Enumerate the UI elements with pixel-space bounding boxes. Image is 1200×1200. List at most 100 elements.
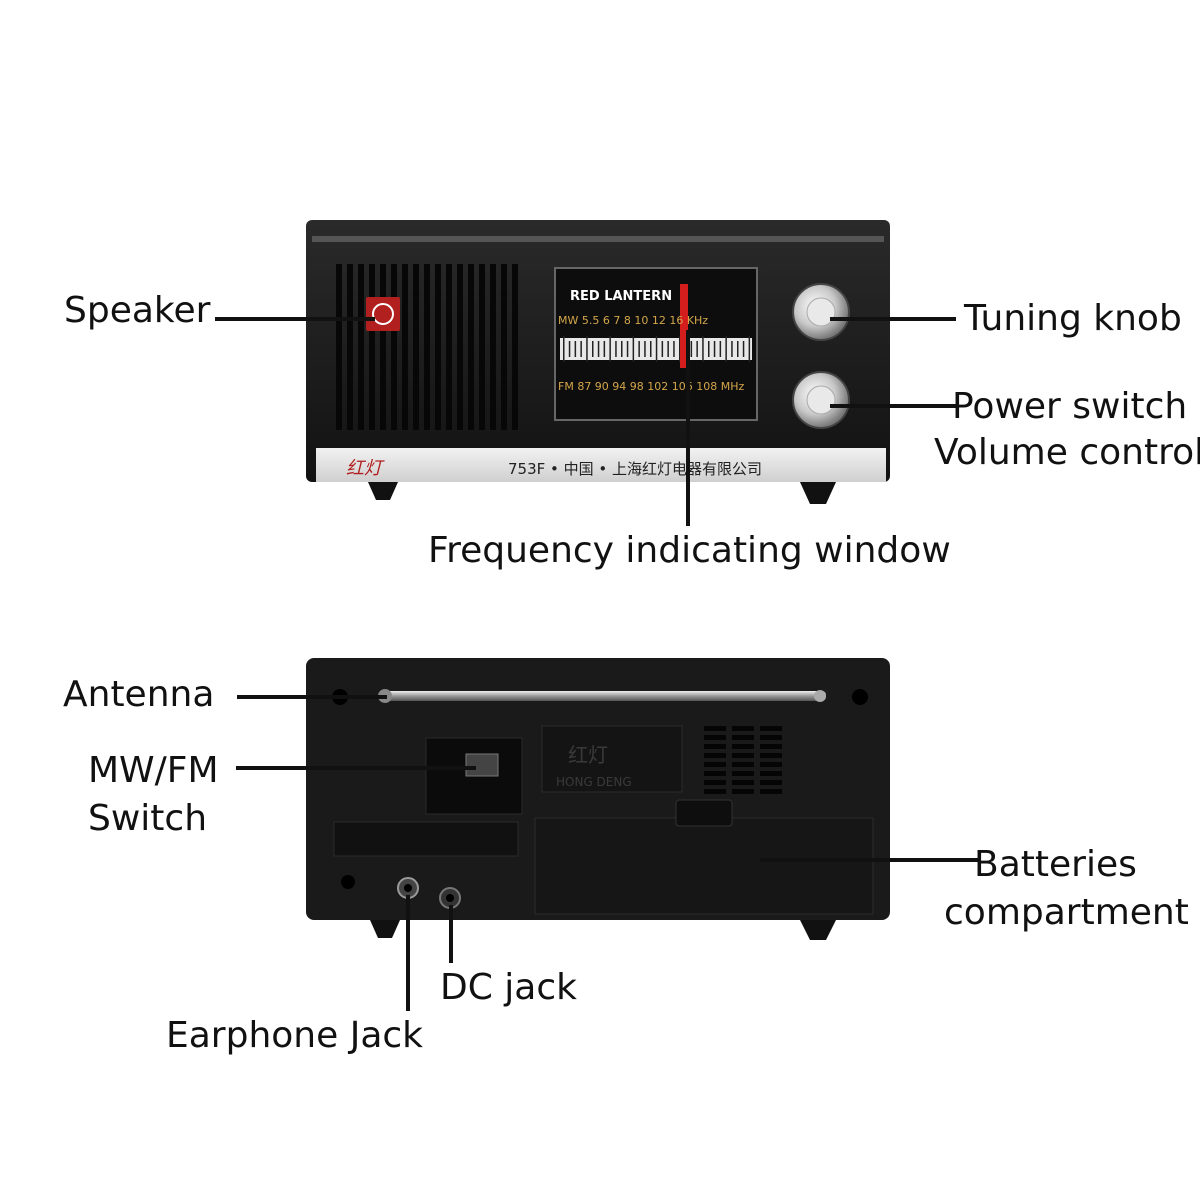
grille-slot	[336, 264, 342, 430]
grille-slot	[501, 264, 507, 430]
vent-slot	[760, 735, 782, 740]
dial-tick	[592, 341, 594, 357]
label-earphone-jack: Earphone Jack	[166, 1015, 424, 1056]
label-speaker: Speaker	[64, 290, 211, 331]
dial-tick	[748, 336, 751, 362]
model-text: 753F • 中国 • 上海红灯电器有限公司	[508, 460, 762, 478]
dial-tick	[702, 336, 704, 362]
frequency-window-leader	[686, 330, 690, 526]
mwfm-switch-icon	[465, 753, 499, 777]
dial-tick	[609, 336, 611, 362]
screw-hole-icon	[341, 875, 355, 889]
vent-slot	[760, 789, 782, 794]
earphone-jack-leader	[406, 895, 410, 1011]
front-foot-left	[368, 482, 398, 500]
dial-tick	[655, 336, 658, 362]
vent-slot	[732, 744, 754, 749]
label-batteries-line2: compartment	[944, 892, 1189, 933]
dial-tick	[650, 341, 652, 357]
back-brand-roman: HONG DENG	[556, 775, 632, 789]
antenna-leader	[237, 695, 387, 699]
vent-slot	[732, 762, 754, 767]
vent-slot	[760, 762, 782, 767]
dial-tick	[574, 341, 577, 357]
vent-slot	[732, 780, 754, 785]
vent-slot	[704, 780, 726, 785]
label-tuning-knob: Tuning knob	[964, 298, 1182, 339]
grille-slot	[402, 264, 408, 430]
back-radio	[306, 658, 890, 940]
back-brand-glyphs: 红灯	[568, 743, 608, 767]
vent-slot	[704, 762, 726, 767]
label-power-switch: Power switch	[952, 386, 1188, 427]
vent-slot	[704, 735, 726, 740]
grille-slot	[468, 264, 474, 430]
dial-tick	[597, 341, 600, 357]
dial-tick	[621, 341, 623, 357]
front-brand-glyphs: 红灯	[346, 458, 385, 479]
dial-tick	[673, 341, 675, 357]
grille-slot	[424, 264, 430, 430]
dial-tick	[632, 336, 635, 362]
grille-slot	[369, 264, 375, 430]
vent-slot	[704, 726, 726, 731]
vent-slot	[732, 753, 754, 758]
grille-slot	[512, 264, 518, 430]
vent-slot	[704, 771, 726, 776]
dial-tick	[679, 336, 681, 362]
grille-slot	[358, 264, 364, 430]
front-radio	[306, 220, 890, 504]
dial-tick	[731, 341, 733, 357]
brand-badge-icon	[366, 297, 400, 331]
vent-slot	[760, 744, 782, 749]
back-foot-right	[800, 920, 836, 940]
dial-tick	[737, 341, 739, 357]
vent-slot	[760, 780, 782, 785]
dial-tick	[725, 336, 727, 362]
dial-tick	[615, 341, 617, 357]
vent-slot	[704, 753, 726, 758]
label-mwfm-line1: MW/FM	[88, 750, 219, 791]
dial-title: RED LANTERN	[570, 289, 672, 304]
dial-tick	[696, 341, 698, 357]
label-frequency-window: Frequency indicating window	[428, 530, 951, 571]
grille-slot	[490, 264, 496, 430]
batteries-leader	[760, 858, 978, 862]
dial-tick	[580, 341, 582, 357]
dial-tick	[690, 341, 693, 357]
grille-slot	[380, 264, 386, 430]
vent-slot	[732, 735, 754, 740]
dial-tick	[644, 341, 646, 357]
vent-slots	[704, 726, 782, 794]
dial-tick	[586, 336, 588, 362]
grille-slot	[347, 264, 353, 430]
dial-tick	[661, 341, 664, 357]
label-dc-jack: DC jack	[440, 967, 578, 1008]
dial-tick	[742, 341, 745, 357]
vent-slot	[760, 753, 782, 758]
antenna-rod	[380, 691, 826, 701]
back-sticker	[333, 821, 519, 857]
grille-slot	[457, 264, 463, 430]
dial-tick	[638, 341, 640, 357]
front-foot-right	[800, 482, 836, 504]
back-foot-left	[370, 920, 400, 938]
speaker-leader	[215, 317, 375, 321]
nameplate-strip	[316, 448, 886, 482]
dial-tick	[667, 341, 669, 357]
grille-slot	[435, 264, 441, 430]
label-volume-control: Volume control	[934, 432, 1200, 473]
dial-ticks	[563, 336, 751, 362]
mw-scale: MW 5.5 6 7 8 10 12 16 KHz	[558, 314, 708, 327]
vent-slot	[760, 726, 782, 731]
mwfm-switch-leader	[236, 766, 476, 770]
dial-tick	[713, 341, 716, 357]
dial-tick	[719, 341, 722, 357]
vent-slot	[732, 726, 754, 731]
speaker-grille	[336, 264, 518, 430]
battery-latch	[675, 799, 733, 827]
fm-scale: FM 87 90 94 98 102 106 108 MHz	[558, 380, 745, 393]
dial-tick	[626, 341, 629, 357]
dial-tick	[708, 341, 710, 357]
dial-tick	[563, 336, 565, 362]
